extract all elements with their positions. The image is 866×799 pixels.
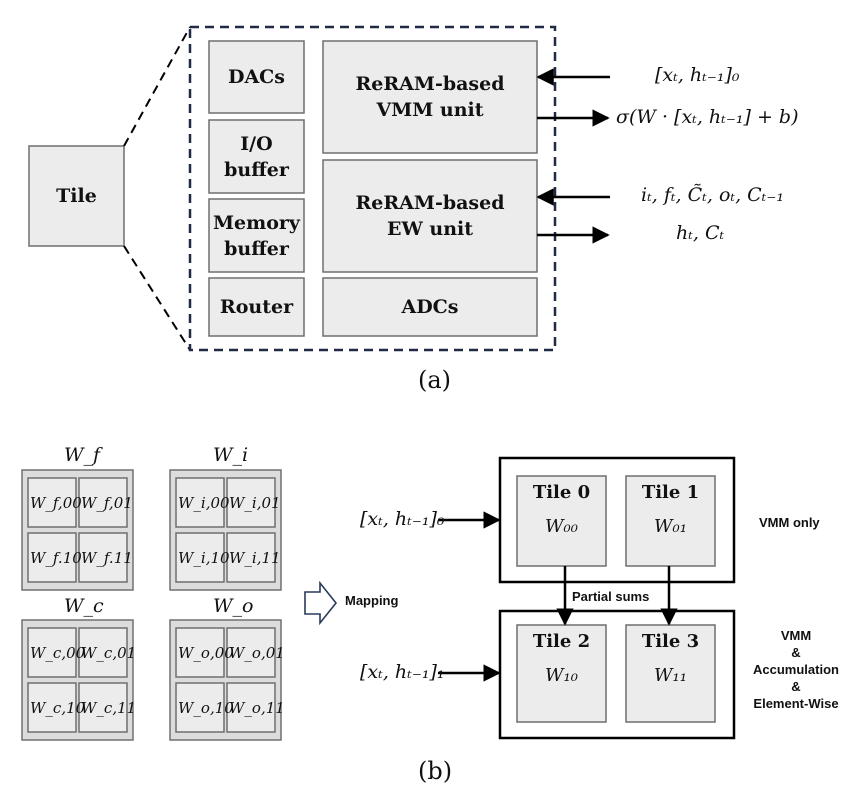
- matrix-wo-cell-01: W_o,01: [229, 644, 285, 662]
- vmm-input-signal: [xₜ, hₜ₋₁]₀: [655, 64, 740, 86]
- tile-2-name: Tile 2: [532, 631, 591, 652]
- matrix-wi-cell-10: W_i,10: [178, 549, 230, 567]
- ew-line1: ReRAM-based: [355, 192, 505, 214]
- caption-a: (a): [418, 366, 452, 394]
- matrix-wo-cell-00: W_o,00: [178, 644, 234, 662]
- matrix-wi-cell-00: W_i,00: [178, 494, 230, 512]
- vmm-accum-line2: &: [791, 645, 801, 660]
- matrix-wi-cell-01: W_i,01: [229, 494, 281, 512]
- tile-detail-frame: [188, 25, 557, 352]
- matrix-wi-title: W_i: [213, 444, 249, 466]
- router-label: Router: [209, 278, 304, 336]
- vmm-accum-line1: VMM: [780, 628, 812, 643]
- tile-3: Tile 3 W₁₁: [626, 625, 715, 722]
- tile-2: Tile 2 W₁₀: [517, 625, 606, 722]
- tile-3-weight: W₁₁: [654, 665, 687, 686]
- matrix-wf-title: W_f: [64, 444, 101, 466]
- adcs-block: [322, 277, 538, 337]
- vmm-unit-label: ReRAM-based VMM unit: [323, 41, 537, 153]
- tile-label: Tile: [56, 185, 97, 207]
- ew-unit-block: [322, 159, 538, 273]
- tile-0-box: [516, 475, 607, 567]
- adcs-label: ADCs: [323, 278, 537, 336]
- tile-2-box: [516, 624, 607, 723]
- partial-sums-label: Partial sums: [572, 589, 650, 604]
- matrix-wo-cell-10: W_o,10: [178, 699, 234, 717]
- memory-buffer-block: [208, 198, 305, 273]
- io-buffer-line2: buffer: [224, 158, 289, 181]
- adcs-text: ADCs: [401, 296, 459, 318]
- vmm-output-signal: σ(W · [xₜ, hₜ₋₁] + b): [616, 106, 799, 128]
- ew-unit-label: ReRAM-based EW unit: [323, 160, 537, 272]
- dacs-label: DACs: [209, 41, 304, 113]
- matrix-wo-title: W_o: [213, 595, 254, 617]
- dacs-block: [208, 40, 305, 114]
- tile-3-name: Tile 3: [641, 631, 700, 652]
- ew-output-signal: hₜ, Cₜ: [676, 222, 725, 244]
- zoom-line-bottom: [123, 245, 191, 351]
- io-buffer-line1: I/O: [240, 132, 273, 155]
- router-block: [208, 277, 305, 337]
- io-buffer-label: I/O buffer: [209, 120, 304, 193]
- matrix-wo-cell-11: W_o,11: [229, 699, 285, 717]
- tile-0: Tile 0 W₀₀: [517, 476, 606, 566]
- matrix-wf-cell-01: W_f,01: [81, 494, 133, 512]
- tile-1-weight: W₀₁: [654, 516, 687, 537]
- io-buffer-block: [208, 119, 305, 194]
- dacs-text: DACs: [227, 66, 286, 88]
- matrix-wf-cell-10: W_f.10: [30, 549, 82, 567]
- input1-label: [xₜ, hₜ₋₁]₁: [360, 661, 445, 683]
- tile-0-weight: W₀₀: [545, 516, 578, 537]
- memory-buffer-line1: Memory: [213, 211, 300, 234]
- input0-label: [xₜ, hₜ₋₁]₀: [360, 508, 445, 530]
- mapping-arrow: [304, 580, 338, 626]
- vmm-unit-block: [322, 40, 538, 154]
- memory-buffer-label: Memory buffer: [209, 199, 304, 272]
- matrix-wi-cell-11: W_i,11: [229, 549, 281, 567]
- matrix-wf-cell-00: W_f,00: [30, 494, 82, 512]
- matrix-wf-cell-11: W_f.11: [81, 549, 133, 567]
- matrix-wc-cell-01: W_c,01: [81, 644, 137, 662]
- tile-1-name: Tile 1: [641, 482, 700, 503]
- mapping-label: Mapping: [345, 593, 399, 608]
- tile-0-name: Tile 0: [532, 482, 591, 503]
- tile-box: [28, 145, 125, 247]
- router-text: Router: [219, 296, 294, 318]
- tile-3-box: [625, 624, 716, 723]
- vmm-accum-line3: Accumulation: [753, 662, 839, 677]
- ew-line2: EW unit: [386, 218, 474, 240]
- memory-buffer-line2: buffer: [224, 237, 289, 260]
- vmm-line1: ReRAM-based: [355, 73, 505, 95]
- caption-b: (b): [418, 757, 453, 785]
- tile-1-box: [625, 475, 716, 567]
- zoom-line-top: [123, 26, 191, 147]
- tile-2-weight: W₁₀: [545, 665, 578, 686]
- vmm-accum-label: VMM & Accumulation & Element-Wise: [740, 627, 852, 712]
- matrix-wc-title: W_c: [64, 595, 104, 617]
- vmm-accum-line5: Element-Wise: [753, 696, 839, 711]
- matrix-wc-cell-11: W_c,11: [81, 699, 137, 717]
- matrix-wc-cell-10: W_c,10: [30, 699, 86, 717]
- tile-1: Tile 1 W₀₁: [626, 476, 715, 566]
- vmm-only-label: VMM only: [759, 515, 820, 530]
- vmm-accum-line4: &: [791, 679, 801, 694]
- vmm-line2: VMM unit: [376, 99, 484, 121]
- matrix-wc-cell-00: W_c,00: [30, 644, 86, 662]
- ew-input-signal: iₜ, fₜ, C̃ₜ, oₜ, Cₜ₋₁: [641, 184, 785, 206]
